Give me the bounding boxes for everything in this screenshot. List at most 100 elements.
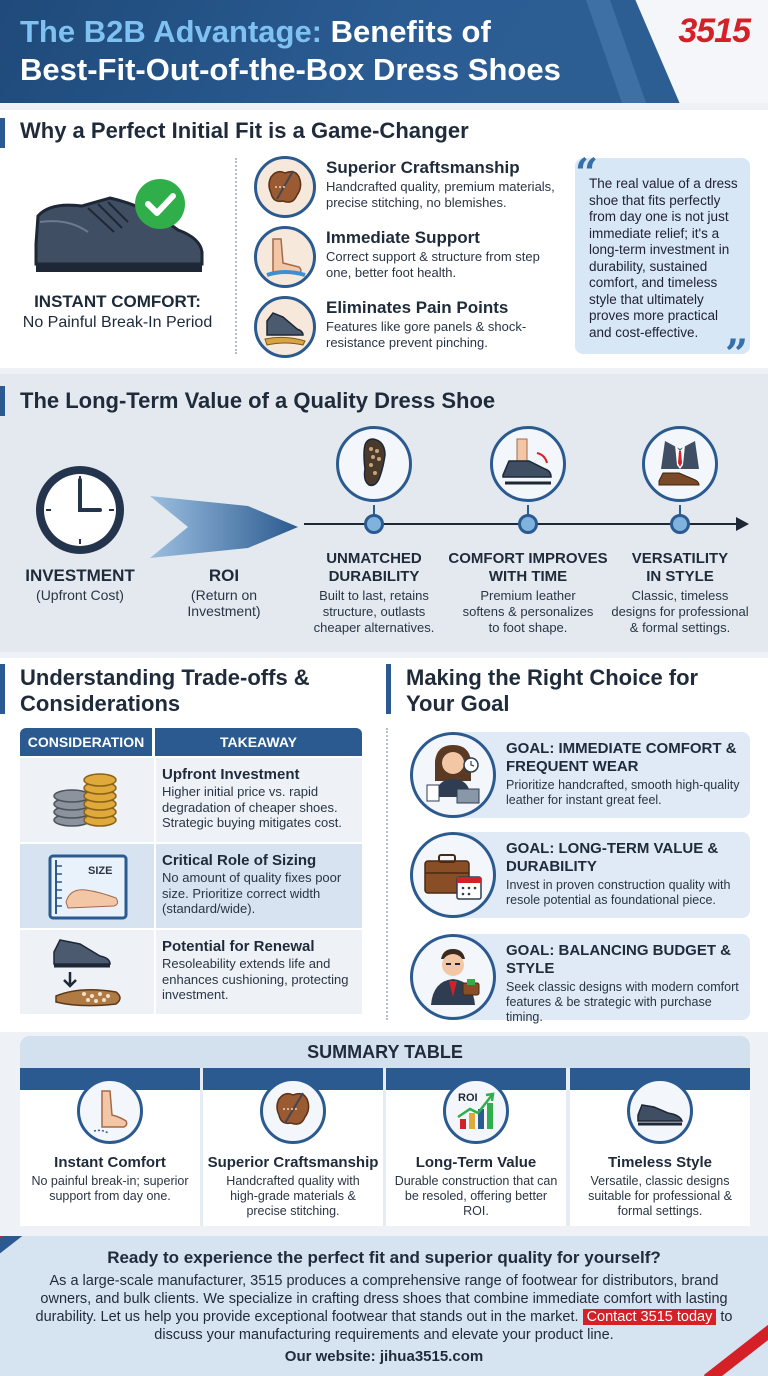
man-wallet-icon xyxy=(410,934,496,1020)
section-title-long-term-value: The Long-Term Value of a Quality Dress S… xyxy=(20,388,496,413)
summary-item-desc: Handcrafted quality with high-grade mate… xyxy=(226,1174,360,1218)
milestone-desc: & formal settings. xyxy=(629,620,731,635)
contact-cta-link[interactable]: Contact 3515 today xyxy=(582,1309,717,1325)
feature-title: Immediate Support xyxy=(326,228,480,247)
roi-arrow-icon xyxy=(150,496,298,558)
goal-title: GOAL: BALANCING BUDGET & STYLE xyxy=(506,942,731,977)
summary-item-title: Long-Term Value xyxy=(415,1154,537,1171)
goal-description: Seek classic designs with modern comfort… xyxy=(506,980,739,1024)
feature-description: Correct support & structure from step on… xyxy=(326,249,540,280)
goal-card xyxy=(450,732,750,818)
goal-immediate-comfort: GOAL: IMMEDIATE COMFORT & FREQUENT WEAR … xyxy=(410,732,750,818)
footer-headline: Ready to experience the perfect fit and … xyxy=(107,1248,661,1267)
header-decor-stripe xyxy=(586,0,646,103)
milestone-title: COMFORT IMPROVES xyxy=(448,550,608,567)
row-description: Resoleability extends life and enhances … xyxy=(162,956,349,1002)
section-accent-bar xyxy=(0,386,5,416)
investment-label: INVESTMENT xyxy=(25,566,135,585)
row-title: Potential for Renewal xyxy=(162,938,315,955)
leather-needle-icon xyxy=(260,1078,326,1144)
feature-title: Eliminates Pain Points xyxy=(326,298,509,317)
summary-item-title: Instant Comfort xyxy=(54,1154,166,1171)
section-title-goals-2: Your Goal xyxy=(406,691,510,716)
row-title: Upfront Investment xyxy=(162,766,300,783)
section-divider xyxy=(235,158,237,354)
summary-item-craftsmanship: Superior Craftsmanship Handcrafted quali… xyxy=(203,1068,383,1226)
goal-card xyxy=(450,934,750,1020)
open-quote-icon: “ xyxy=(575,150,599,197)
milestone-desc: Classic, timeless xyxy=(631,588,729,603)
summary-table-title: SUMMARY TABLE xyxy=(20,1036,750,1068)
page-title-accent: The B2B Advantage: xyxy=(20,14,323,49)
header-banner: The B2B Advantage: Benefits of Best-Fit-… xyxy=(0,0,768,103)
page-title-rest: Benefits of xyxy=(322,14,491,49)
footer-body-text: As a large-scale manufacturer, 3515 prod… xyxy=(35,1273,728,1325)
foot-icon xyxy=(77,1078,143,1144)
milestone-desc: structure, outlasts xyxy=(322,604,426,619)
milestone-desc: designs for professional xyxy=(611,604,749,619)
footer-cta-section: Ready to experience the perfect fit and … xyxy=(0,1236,768,1376)
feature-description: Handcrafted quality, premium materials, … xyxy=(326,179,555,210)
footer-body: As a large-scale manufacturer, 3515 prod… xyxy=(30,1272,738,1344)
summary-item-timeless-style: Timeless Style Versatile, classic design… xyxy=(570,1068,750,1226)
summary-item-desc: Durable construction that can be resoled… xyxy=(394,1174,558,1218)
table-row: SIZE Critical Role of Sizing No amount o… xyxy=(20,844,362,928)
timeline-arrowhead xyxy=(736,517,749,531)
table-takeaway-cell: Potential for Renewal Resoleability exte… xyxy=(156,930,362,1014)
suit-shoe-icon xyxy=(642,426,718,502)
svg-text:SIZE: SIZE xyxy=(88,865,112,877)
milestone-title: WITH TIME xyxy=(488,568,568,585)
section-title-initial-fit: Why a Perfect Initial Fit is a Game-Chan… xyxy=(20,118,469,143)
foot-insole-icon xyxy=(254,226,316,288)
section-title-tradeoffs-1: Understanding Trade-offs & xyxy=(20,665,310,690)
shoe-sole-icon xyxy=(336,426,412,502)
table-header-takeaway: TAKEAWAY xyxy=(155,728,362,756)
instant-comfort-title: INSTANT COMFORT: xyxy=(34,292,201,311)
feature-superior-craftsmanship: Superior Craftsmanship Handcrafted quali… xyxy=(254,156,555,222)
svg-text:ROI: ROI xyxy=(458,1092,478,1104)
table-header-consideration: CONSIDERATION xyxy=(20,728,152,756)
instant-comfort-subtitle: No Painful Break-In Period xyxy=(22,314,213,331)
table-takeaway-cell: Critical Role of Sizing No amount of qua… xyxy=(156,844,362,928)
section-accent-bar xyxy=(0,664,5,714)
size-gauge-icon: SIZE xyxy=(20,844,154,928)
row-description: No amount of quality fixes poor size. Pr… xyxy=(162,870,342,916)
milestone-desc: Built to last, retains xyxy=(319,588,429,603)
dress-shoe-check-icon xyxy=(34,179,204,272)
timeline-node xyxy=(518,514,538,534)
website-link[interactable]: Our website: jihua3515.com xyxy=(284,1348,484,1365)
goal-title: GOAL: IMMEDIATE COMFORT & FREQUENT WEAR xyxy=(506,740,737,775)
foot-in-shoe-icon xyxy=(490,426,566,502)
section-title-goals-1: Making the Right Choice for xyxy=(406,665,699,690)
roi-chart-icon: ROI xyxy=(443,1078,509,1144)
quote-text: The real value of a dress shoe that fits… xyxy=(589,176,738,340)
milestone-desc: cheaper alternatives. xyxy=(313,620,435,635)
goal-description: Invest in proven construction quality wi… xyxy=(506,878,731,907)
goal-card xyxy=(450,832,750,918)
goal-balancing-budget: GOAL: BALANCING BUDGET & STYLE Seek clas… xyxy=(410,934,750,1024)
feature-title: Superior Craftsmanship xyxy=(326,158,520,177)
section-accent-bar xyxy=(386,664,391,714)
feature-eliminates-pain: Eliminates Pain Points Features like gor… xyxy=(254,296,554,362)
leather-needle-icon xyxy=(254,156,316,218)
page-title-line-2: Best-Fit-Out-of-the-Box Dress Shoes xyxy=(20,52,561,87)
milestone-desc: softens & personalizes xyxy=(462,604,594,619)
milestone-title: VERSATILITY xyxy=(631,550,729,567)
briefcase-calendar-icon xyxy=(410,832,496,918)
section-divider xyxy=(386,728,388,1020)
milestone-title: DURABILITY xyxy=(328,568,420,585)
timeline-node xyxy=(364,514,384,534)
milestone-title: IN STYLE xyxy=(646,568,714,585)
summary-item-long-term-value: ROI Long-Term Value Durable construction… xyxy=(386,1068,566,1226)
brand-logo: 3515 xyxy=(678,12,751,50)
row-title: Critical Role of Sizing xyxy=(162,852,317,869)
section-long-term-value xyxy=(0,374,768,652)
shoe-sole-icon xyxy=(254,296,316,358)
summary-item-instant-comfort: Instant Comfort No painful break-in; sup… xyxy=(20,1068,200,1226)
timeline-node xyxy=(670,514,690,534)
summary-item-title: Superior Craftsmanship xyxy=(207,1154,379,1171)
feature-description: Features like gore panels & shock-resist… xyxy=(326,319,527,350)
summary-item-title: Timeless Style xyxy=(608,1154,712,1171)
feature-immediate-support: Immediate Support Correct support & stru… xyxy=(254,226,554,292)
summary-item-desc: Versatile, classic designs suitable for … xyxy=(588,1174,732,1218)
